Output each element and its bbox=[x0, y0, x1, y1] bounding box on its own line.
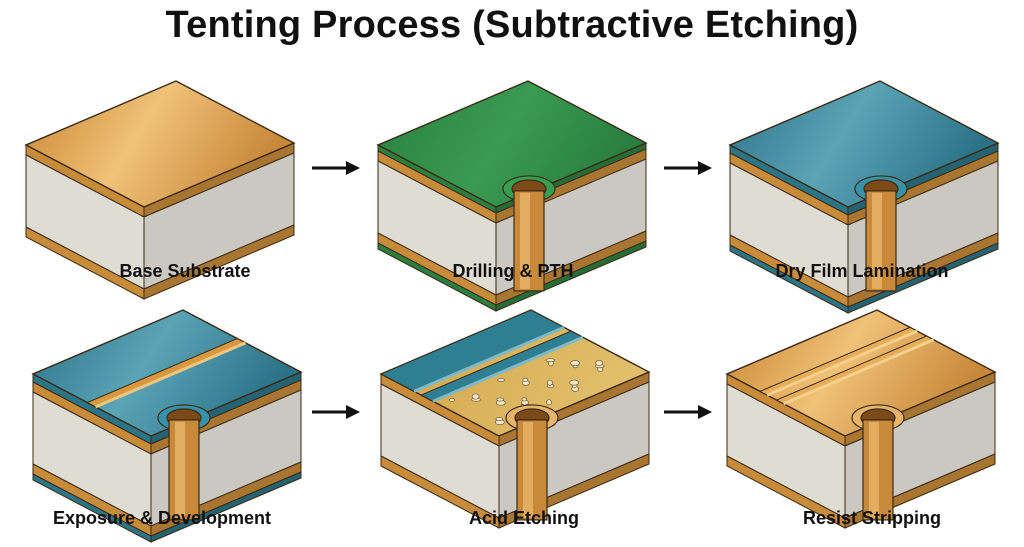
step-label-base-substrate: Base Substrate bbox=[119, 261, 251, 281]
block-drilling-pth bbox=[376, 80, 648, 312]
diagram-title: Tenting Process (Subtractive Etching) bbox=[165, 4, 859, 46]
step-label-acid-etching: Acid Etching bbox=[468, 508, 579, 528]
step-label-exposure-development: Exposure & Development bbox=[52, 508, 272, 528]
arrow-right-icon bbox=[312, 161, 360, 175]
arrow-right-icon bbox=[664, 405, 712, 419]
block-acid-etching bbox=[379, 309, 651, 529]
arrow-right-icon bbox=[312, 405, 360, 419]
step-label-dry-film-lamination: Dry Film Lamination bbox=[775, 261, 949, 281]
step-label-drilling-pth: Drilling & PTH bbox=[452, 261, 574, 281]
block-exposure-development bbox=[31, 309, 303, 543]
arrow-right-icon bbox=[664, 161, 712, 175]
block-dry-film-lamination bbox=[728, 80, 1000, 314]
block-resist-stripping bbox=[725, 309, 997, 529]
step-label-resist-stripping: Resist Stripping bbox=[802, 508, 941, 528]
block-base-substrate bbox=[24, 80, 296, 300]
